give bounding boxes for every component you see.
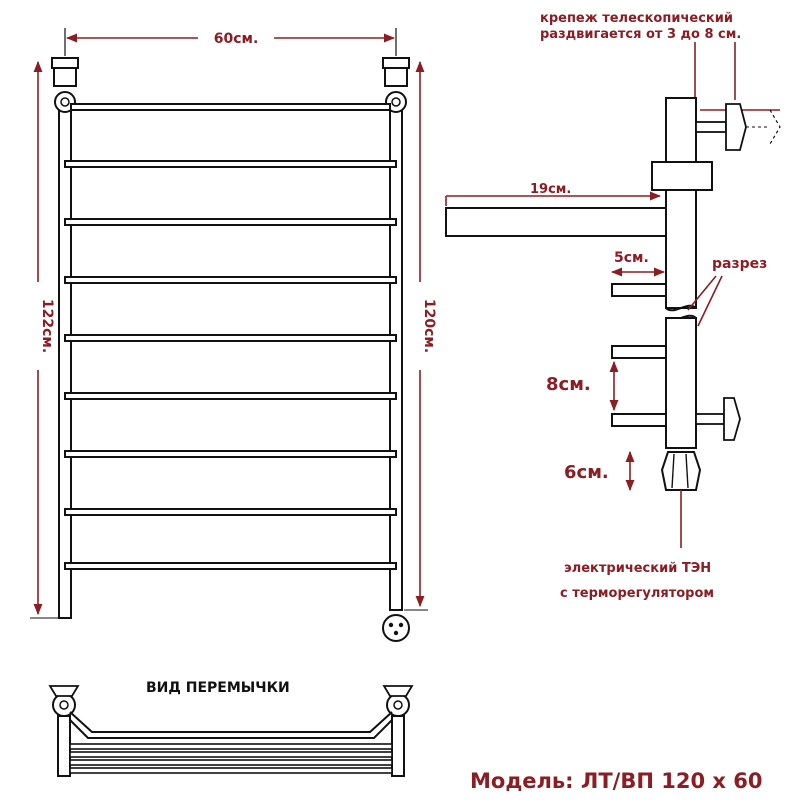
mount-note-line-2: раздвигается от 3 до 8 см. <box>540 27 741 42</box>
rung <box>64 392 397 400</box>
rungs <box>64 103 397 570</box>
mount-collar <box>651 161 713 191</box>
heater-note-line-1: электрический ТЭН <box>564 561 711 576</box>
heater-note-line-2: с терморегулятором <box>560 586 714 601</box>
side-rung-lower-2 <box>611 413 667 427</box>
heater-element-icon <box>660 451 702 491</box>
model-label: Модель: ЛТ/ВП 120 х 60 <box>470 769 762 793</box>
right-upright <box>389 97 403 611</box>
rung <box>64 218 397 226</box>
bar-height-label: 120см. <box>421 299 437 353</box>
rung <box>64 562 397 570</box>
jumper-view: ВИД ПЕРЕМЫЧКИ <box>48 680 414 777</box>
jumper-view-title: ВИД ПЕРЕМЫЧКИ <box>146 680 290 696</box>
jumper-bar <box>69 711 393 733</box>
jumper-left-fitting <box>48 685 80 777</box>
rung <box>64 450 397 458</box>
offset-label: 5см. <box>614 250 649 266</box>
side-post-lower <box>665 317 697 449</box>
rung <box>64 160 397 168</box>
rung <box>70 103 391 111</box>
side-view: крепеж телескопический раздвигается от 3… <box>445 11 781 601</box>
side-rung-short <box>611 283 667 297</box>
wall-mount-lower <box>695 397 741 441</box>
rung <box>64 276 397 284</box>
rung <box>64 508 397 516</box>
total-height-label: 122см. <box>39 299 55 353</box>
section-label: разрез <box>712 256 767 272</box>
side-rung-top <box>445 207 667 237</box>
side-post-upper <box>665 97 697 309</box>
section-break <box>665 304 697 312</box>
rung <box>64 334 397 342</box>
heater-socket-icon <box>382 614 410 642</box>
depth-label: 19см. <box>530 182 571 197</box>
wall-mount-upper <box>695 103 781 151</box>
front-view: 60см. 122см. 120см. <box>30 28 437 642</box>
mount-note-line-1: крепеж телескопический <box>540 11 733 26</box>
width-label: 60см. <box>214 31 259 47</box>
heater-height-label: 6см. <box>564 462 609 483</box>
spacing-label: 8см. <box>546 374 591 395</box>
side-rung-lower-1 <box>611 345 667 359</box>
left-upright <box>58 97 72 619</box>
